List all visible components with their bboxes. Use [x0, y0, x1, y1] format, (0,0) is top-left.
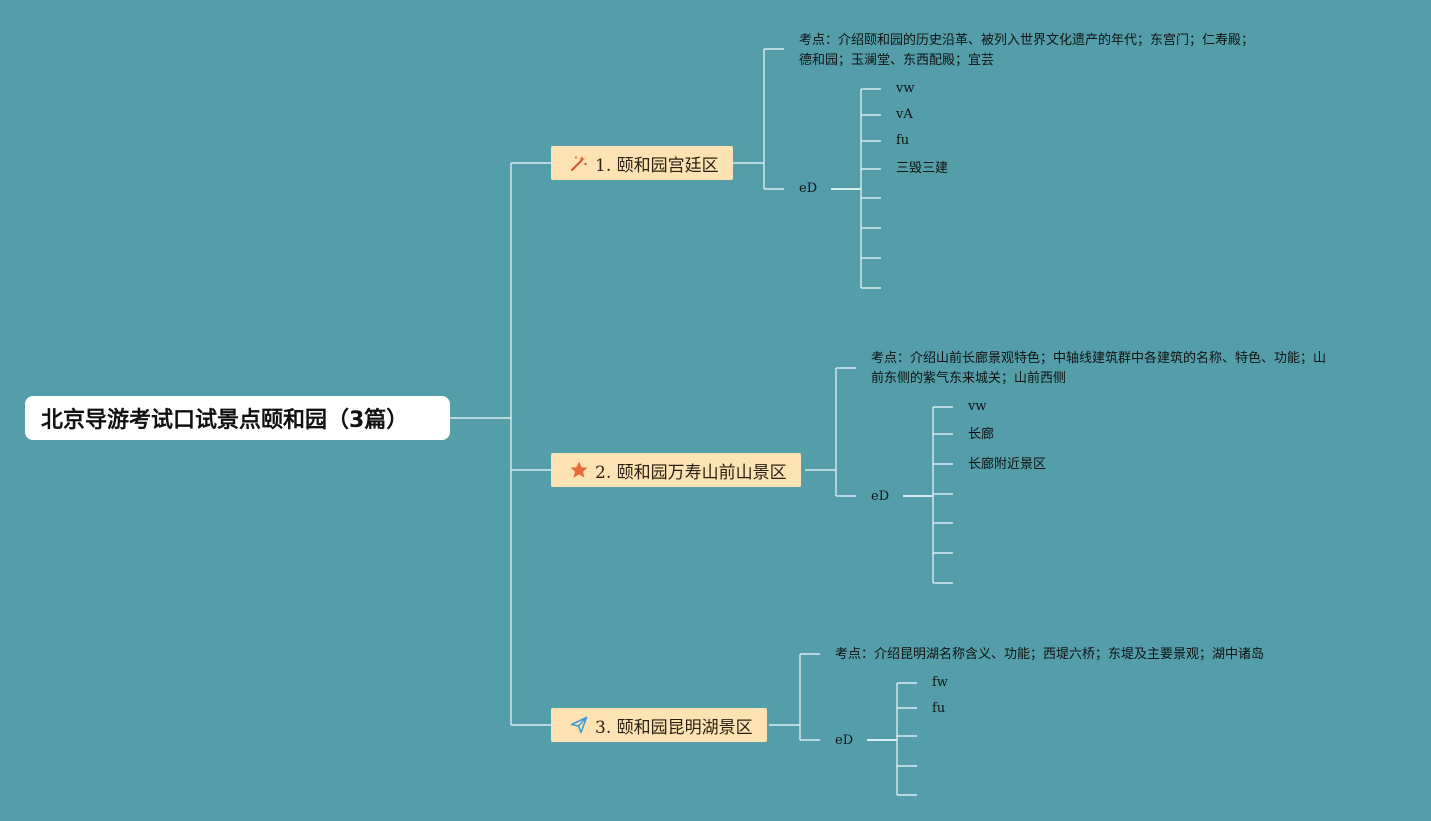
exam-point-line: 考点：介绍颐和园的历史沿革、被列入世界文化遗产的年代；东宫门；仁寿殿；: [799, 33, 1255, 48]
leaf-node[interactable]: vA: [896, 107, 913, 122]
root-node[interactable]: 北京导游考试口试景点颐和园（3篇）: [25, 396, 450, 440]
exam-point-text: 考点：介绍颐和园的历史沿革、被列入世界文化遗产的年代；东宫门；仁寿殿； 德和园；…: [799, 31, 1254, 71]
leaf-node[interactable]: vw: [896, 81, 915, 96]
exam-point-line: 前东侧的紫气东来城关；山前西侧: [871, 371, 1067, 386]
branch-label: 1. 颐和园宫廷区: [595, 155, 719, 176]
sub-node-label[interactable]: eD: [871, 489, 890, 504]
branch-node-palace-area[interactable]: 1. 颐和园宫廷区: [551, 146, 733, 180]
branch-label: 3. 颐和园昆明湖景区: [595, 717, 753, 738]
leaf-node[interactable]: fu: [896, 133, 910, 148]
branch-node-kunming-lake[interactable]: 3. 颐和园昆明湖景区: [551, 708, 767, 742]
paper-plane-icon: [569, 715, 589, 735]
leaf-node[interactable]: fu: [932, 701, 946, 716]
leaf-node[interactable]: vw: [968, 399, 987, 414]
branch-node-longevity-hill[interactable]: 2. 颐和园万寿山前山景区: [551, 453, 801, 487]
sub-node-label[interactable]: eD: [835, 733, 854, 748]
exam-point-line: 考点：介绍昆明湖名称含义、功能；西堤六桥；东堤及主要景观；湖中诸岛: [835, 647, 1265, 662]
exam-point-text: 考点：介绍山前长廊景观特色；中轴线建筑群中各建筑的名称、特色、功能；山 前东侧的…: [871, 349, 1326, 389]
exam-point-line: 考点：介绍山前长廊景观特色；中轴线建筑群中各建筑的名称、特色、功能；山: [871, 351, 1327, 366]
leaf-node[interactable]: 三毁三建: [896, 161, 949, 176]
sub-node-label[interactable]: eD: [799, 181, 818, 196]
exam-point-text: 考点：介绍昆明湖名称含义、功能；西堤六桥；东堤及主要景观；湖中诸岛: [835, 645, 1264, 665]
leaf-node[interactable]: fw: [932, 675, 948, 690]
magic-wand-icon: [569, 153, 589, 173]
root-title: 北京导游考试口试景点颐和园（3篇）: [41, 408, 409, 433]
exam-point-line: 德和园；玉澜堂、东西配殿；宜芸: [799, 53, 995, 68]
star-icon: [569, 460, 589, 480]
branch-label: 2. 颐和园万寿山前山景区: [595, 462, 787, 483]
leaf-node[interactable]: 长廊附近景区: [968, 457, 1047, 472]
leaf-node[interactable]: 长廊: [968, 427, 995, 442]
